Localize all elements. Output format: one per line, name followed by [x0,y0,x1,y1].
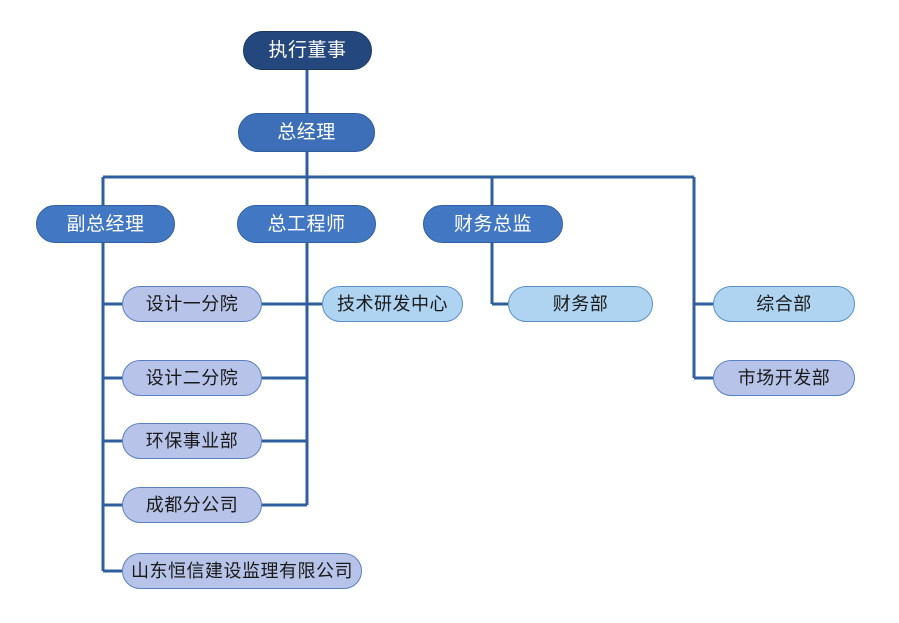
node-label: 财务部 [552,294,609,314]
node-label: 总经理 [277,122,336,143]
node-market-development-department[interactable]: 市场开发部 [713,360,855,396]
node-executive-director[interactable]: 执行董事 [243,31,372,70]
node-label: 综合部 [756,294,812,314]
node-design-institute-1[interactable]: 设计一分院 [122,286,262,322]
node-label: 技术研发中心 [337,294,448,314]
node-hengxin-supervision-company[interactable]: 山东恒信建设监理有限公司 [122,553,362,589]
node-environmental-division[interactable]: 环保事业部 [122,423,262,459]
node-label: 执行董事 [268,40,347,61]
node-label: 总工程师 [267,213,346,235]
node-finance-department[interactable]: 财务部 [508,286,653,322]
node-label: 环保事业部 [145,431,239,451]
node-chengdu-branch[interactable]: 成都分公司 [122,487,262,523]
node-deputy-general-manager[interactable]: 副总经理 [36,205,175,243]
node-finance-director[interactable]: 财务总监 [423,205,563,243]
node-label: 设计一分院 [145,294,239,314]
node-label: 市场开发部 [737,368,831,388]
node-rnd-center[interactable]: 技术研发中心 [322,286,463,322]
node-label: 山东恒信建设监理有限公司 [131,561,353,581]
node-label: 成都分公司 [145,495,239,515]
node-design-institute-2[interactable]: 设计二分院 [122,360,262,396]
node-chief-engineer[interactable]: 总工程师 [237,205,376,243]
node-general-manager[interactable]: 总经理 [238,113,375,152]
node-label: 财务总监 [453,213,532,235]
node-general-affairs-department[interactable]: 综合部 [713,286,855,322]
node-label: 副总经理 [66,213,145,235]
node-label: 设计二分院 [145,368,239,388]
